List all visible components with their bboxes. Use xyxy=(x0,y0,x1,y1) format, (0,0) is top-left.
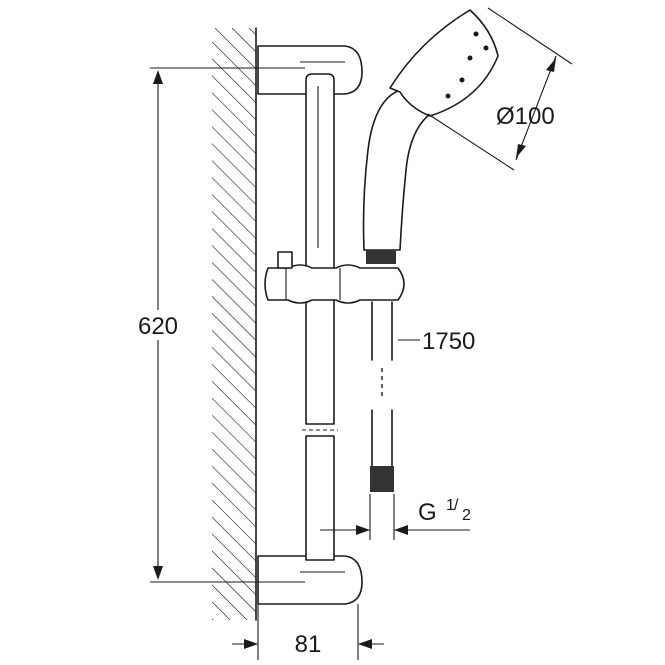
top-bracket xyxy=(257,45,363,95)
slider-holder xyxy=(264,251,405,304)
dimension-hose-length: 1750 xyxy=(398,328,475,355)
hand-shower xyxy=(362,9,499,264)
label-head-diameter: Ø100 xyxy=(496,103,555,130)
dimension-rail-height: 620 xyxy=(138,67,305,583)
dimension-wall-offset: 81 xyxy=(232,604,384,660)
bottom-bracket xyxy=(257,555,363,605)
hose xyxy=(370,301,394,492)
label-thread-denominator: 2 xyxy=(462,507,471,524)
label-thread-numerator: 1 xyxy=(446,497,455,514)
svg-text:/: / xyxy=(454,497,459,514)
dimension-head-diameter: Ø100 xyxy=(427,7,573,171)
label-wall-offset: 81 xyxy=(295,631,322,658)
label-thread-main: G xyxy=(418,499,437,526)
dimension-thread: G 1 / 2 xyxy=(320,494,471,540)
label-rail-height: 620 xyxy=(138,313,178,340)
rail-bar xyxy=(302,73,338,561)
wall-hatching xyxy=(212,27,257,621)
label-hose-length: 1750 xyxy=(422,328,475,355)
